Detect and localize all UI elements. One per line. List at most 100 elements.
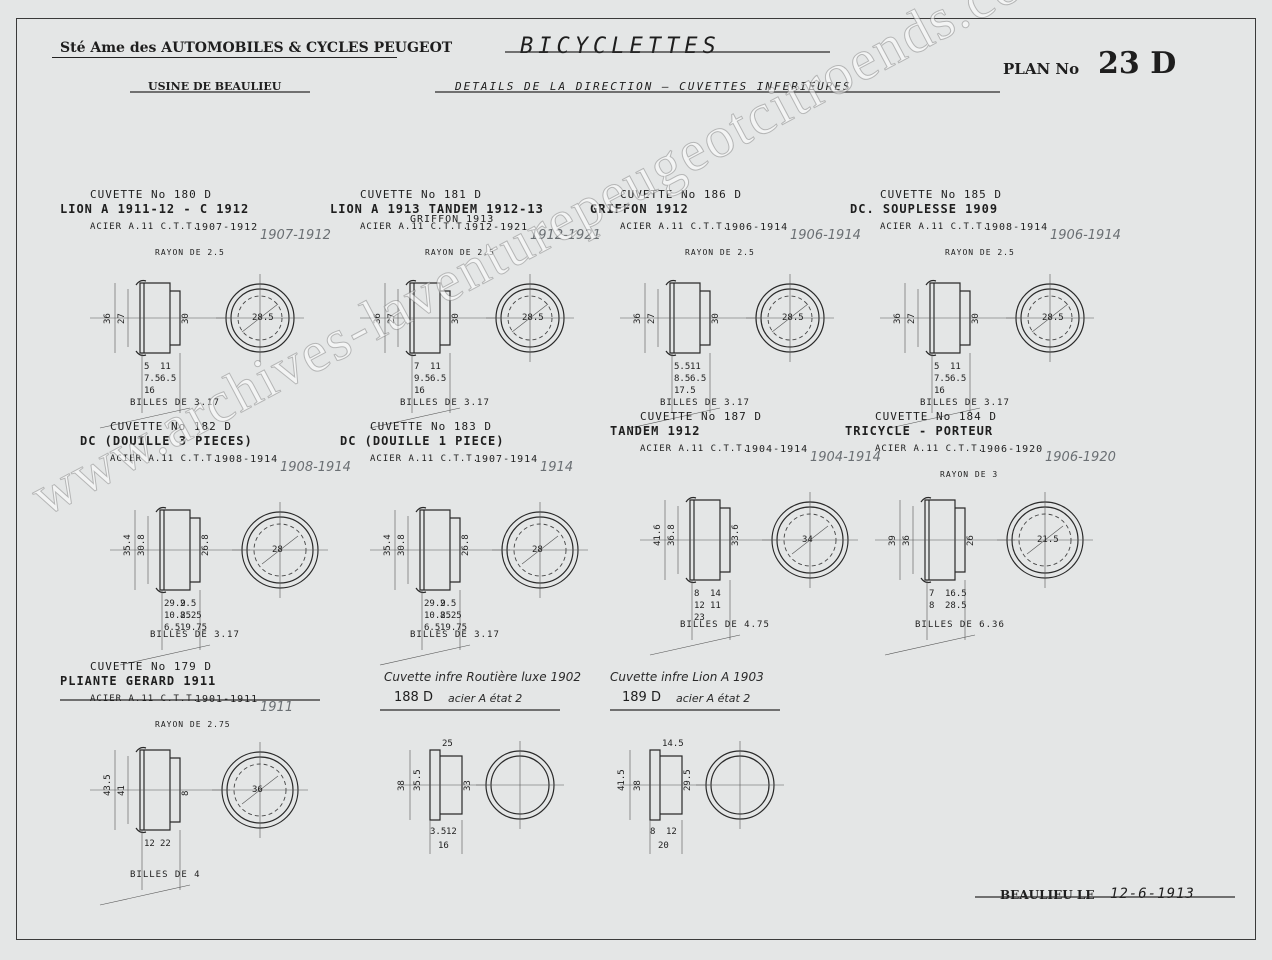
cup-6-dim: 36.8	[667, 524, 677, 546]
cup-1-lip	[405, 279, 417, 357]
extra-code-189: 189 D	[622, 690, 661, 705]
cup-4-leader	[119, 644, 211, 666]
cup-4-dim: 35.4	[123, 534, 133, 556]
cup-0-dim: 11	[160, 362, 171, 372]
company-name: Sté Ame des AUTOMOBILES & CYCLES PEUGEOT	[60, 40, 453, 56]
extra-1-dim: 20	[658, 841, 669, 851]
cup-8-lip	[135, 746, 147, 834]
cup-model: LION A 1913 TANDEM 1912-13	[330, 202, 544, 216]
factory-name: USINE DE BEAULIEU	[148, 80, 282, 93]
cup-model: TRICYCLE - PORTEUR	[845, 424, 994, 438]
cup-8-dim: 43.5	[103, 774, 113, 796]
cup-2-leader	[629, 407, 721, 429]
cup-2-section	[669, 282, 701, 354]
cup-3-dim: 7.5	[934, 374, 950, 384]
cup-4-dim: 10.25	[164, 611, 191, 621]
cup-7-dim: 36	[902, 535, 912, 546]
extra-material-188: acier A état 2	[448, 692, 523, 705]
cup-0-section	[139, 282, 171, 354]
cup-3-front-diameter	[1031, 303, 1069, 333]
cup-balls-note: BILLES DE 3.17	[410, 630, 500, 640]
cup-pencil-years: 1907-1912	[260, 228, 331, 243]
cup-0-dim: 27	[117, 313, 127, 324]
plan-label: PLAN No	[1003, 60, 1080, 78]
cup-4-dim: 19.75	[180, 623, 207, 633]
cup-2-lip	[665, 279, 677, 357]
cup-6-leader	[649, 634, 741, 656]
cup-5-dim: 30.8	[397, 534, 407, 556]
cup-balls-note: BILLES DE 4.75	[680, 620, 770, 630]
cup-1-dim: 9.5	[414, 374, 430, 384]
cup-3-dim: 6.5	[950, 374, 966, 384]
cup-1-dim: 36	[373, 313, 383, 324]
extra-1-dim: 14.5	[662, 739, 684, 749]
cup-3-dim: 11	[950, 362, 961, 372]
cup-balls-note: BILLES DE 3.17	[920, 398, 1010, 408]
cup-6-dim: 8	[694, 589, 699, 599]
cup-1-section	[409, 282, 441, 354]
cup-3-section	[929, 282, 961, 354]
cup-balls-note: BILLES DE 3.17	[130, 398, 220, 408]
cup-material: ACIER A.11 C.T.T.	[370, 454, 480, 464]
footer-place: BEAULIEU LE	[1000, 888, 1095, 902]
cup-3-dim: 5	[934, 362, 939, 372]
extra-1-dim: 8	[650, 827, 655, 837]
extra-0-dim: 3.5	[430, 827, 446, 837]
cup-pencil-years: 1911	[260, 700, 294, 715]
cup-4-section	[159, 509, 191, 591]
cup-3-dim: 36	[893, 313, 903, 324]
extra-1-dim: 29.5	[683, 769, 693, 791]
cup-material: ACIER A.11 C.T.T.	[90, 222, 200, 232]
cup-3-dim: 30	[971, 313, 981, 324]
cup-8-dim: 41	[117, 785, 127, 796]
cup-7-dim: 8	[929, 601, 934, 611]
cup-0-lip	[135, 279, 147, 357]
cup-4-front-dia: 28	[272, 545, 283, 555]
cup-8-dim: 22	[160, 839, 171, 849]
cup-number: CUVETTE No 180 D	[90, 188, 212, 201]
cup-7-lip	[920, 496, 932, 584]
cup-radius-note: RAYON DE 2.5	[155, 248, 225, 257]
cup-balls-note: BILLES DE 3.17	[150, 630, 240, 640]
cup-balls-note: BILLES DE 3.17	[400, 398, 490, 408]
cup-7-dim: 16.5	[945, 589, 967, 599]
cup-5-dim: 19.75	[440, 623, 467, 633]
cup-1-front-dia: 28.5	[522, 313, 544, 323]
cup-8-dim: 12	[144, 839, 155, 849]
cup-3-lip	[925, 279, 937, 357]
cup-5-dim: 2.5	[440, 599, 456, 609]
cup-material: ACIER A.11 C.T.T.	[620, 222, 730, 232]
cup-model: PLIANTE GERARD 1911	[60, 674, 217, 688]
cup-5-lip	[415, 506, 427, 594]
cup-2-front-dia: 28.5	[782, 313, 804, 323]
cup-years: 1908-1914	[215, 454, 279, 465]
extra-0-section	[429, 749, 441, 821]
cup-balls-note: BILLES DE 4	[130, 870, 201, 880]
cup-6-dim: 33.6	[731, 524, 741, 546]
cup-number: CUVETTE No 184 D	[875, 410, 997, 423]
cup-0-leader	[99, 407, 191, 429]
cup-years: 1907-1912	[195, 222, 259, 233]
cup-2-dim: 11	[690, 362, 701, 372]
cup-number: CUVETTE No 186 D	[620, 188, 742, 201]
cup-8-dim: 8	[181, 791, 191, 796]
cup-4-lip	[155, 506, 167, 594]
cup-radius-note: RAYON DE 2.5	[425, 248, 495, 257]
extra-title-188: Cuvette infre Routière luxe 1902	[384, 670, 581, 684]
cup-balls-note: BILLES DE 3.17	[660, 398, 750, 408]
cup-1-dim: 27	[387, 313, 397, 324]
cup-years: 1904-1914	[745, 444, 809, 455]
extra-1-dim: 12	[666, 827, 677, 837]
cup-8-leader	[99, 884, 191, 906]
cup-pencil-years: 1914	[540, 460, 574, 475]
cup-5-dim: 10.25	[424, 611, 451, 621]
cup-years: 1912-1921	[465, 222, 529, 233]
footer-date: 12-6-1913	[1110, 886, 1195, 902]
cup-2-dim: 6.5	[690, 374, 706, 384]
cup-pencil-years: 1906-1914	[1050, 228, 1121, 243]
cup-6-front-diameter	[791, 525, 829, 555]
cup-4-dim: 30.8	[137, 534, 147, 556]
cup-model: DC (DOUILLE 1 PIECE)	[340, 434, 505, 448]
cup-number: CUVETTE No 182 D	[110, 420, 232, 433]
